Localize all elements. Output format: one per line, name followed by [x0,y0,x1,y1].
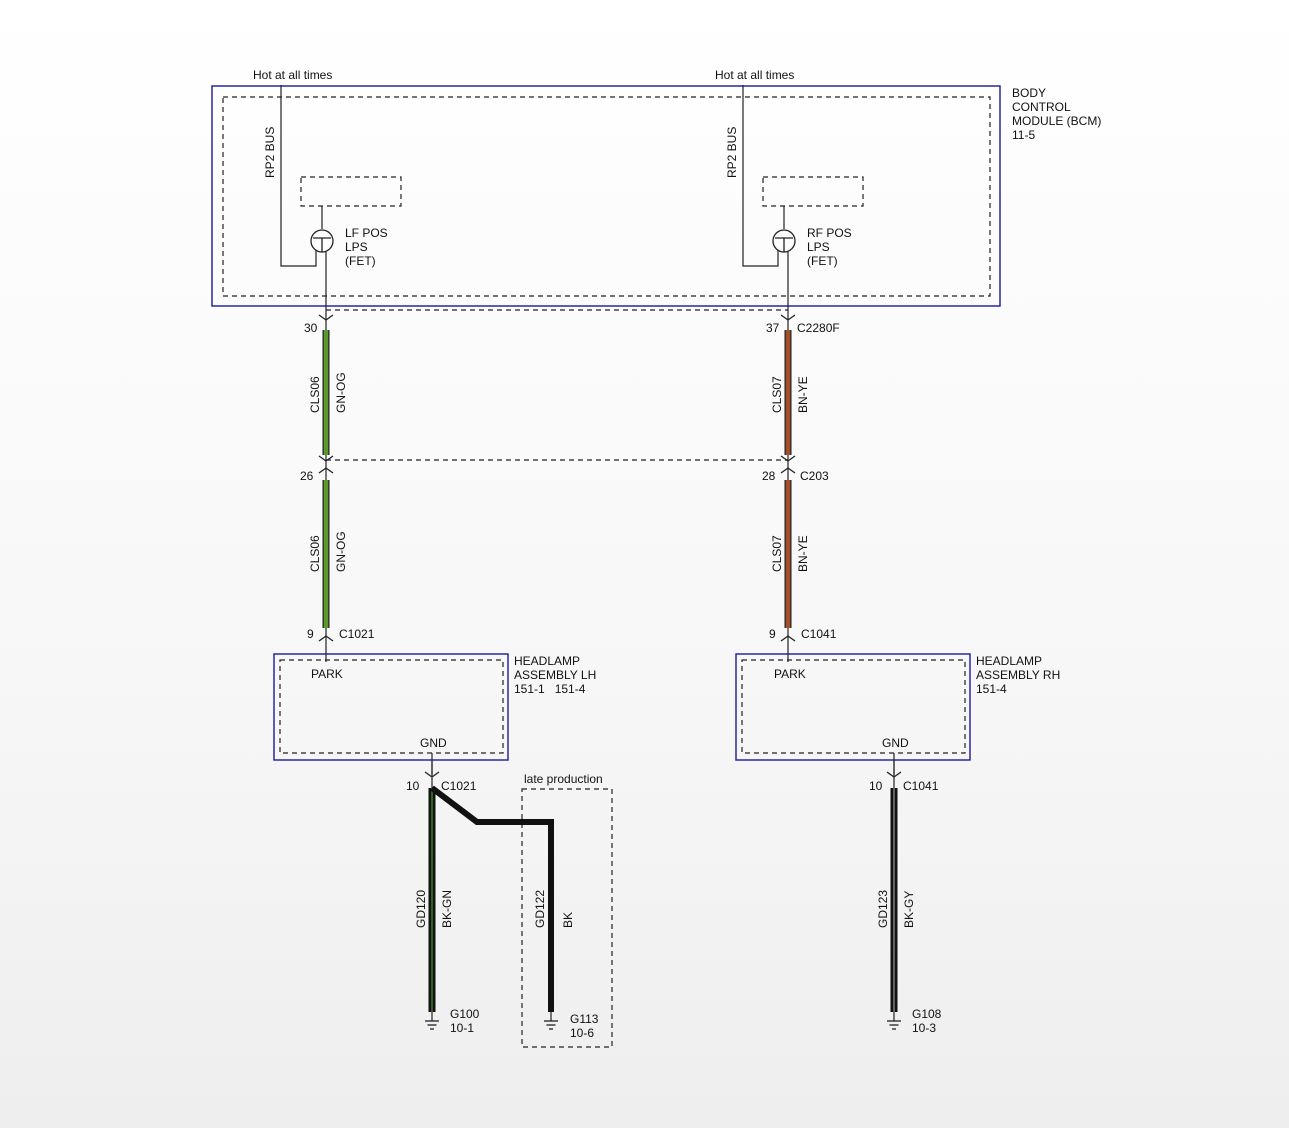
c2280f-left-terminal-icon [318,312,334,330]
gd122-color: BK [561,912,575,928]
lh-label-line-2: ASSEMBLY LH [514,668,596,682]
g108-name: G108 [912,1007,942,1021]
gd122-circuit: GD122 [533,890,547,928]
headlamp-assembly-lh[interactable]: PARK GND HEADLAMP ASSEMBLY LH 151-1 151-… [273,653,596,775]
wire-left-upper[interactable]: CLS06 GN-OG [308,330,348,455]
c2280f-right-terminal-icon [780,312,796,330]
g113-ref: 10-6 [570,1026,594,1040]
left-fet-symbol [310,229,334,253]
left-bus-label: RP2 BUS [263,127,277,178]
lh-bottom-pin: 10 [406,779,420,793]
c203-right-terminal-icon [780,455,796,480]
right-bus-label: RP2 BUS [725,127,739,178]
rh-top-connector: C1041 [801,627,837,641]
ground-g113[interactable]: G113 10-6 [544,1012,599,1040]
rh-label-line-3: 151-4 [976,682,1007,696]
c203-left-pin: 26 [300,469,314,483]
bcm-label-line-3: MODULE (BCM) [1012,114,1101,128]
lh-gnd-label: GND [420,736,447,750]
left-fet-line-2: LPS [345,240,368,254]
wire-gd122[interactable]: GD122 BK [430,785,575,1012]
c203-name: C203 [800,469,829,483]
right-upper-circuit: CLS07 [770,376,784,413]
gd123-color: BK-GY [902,891,916,928]
lh-label-line-3: 151-1 151-4 [514,682,586,696]
ground-icon [544,1012,558,1030]
bcm-label-line-4: 11-5 [1012,128,1035,142]
headlamp-assembly-rh[interactable]: PARK GND HEADLAMP ASSEMBLY RH 151-4 [735,653,1060,775]
left-upper-circuit: CLS06 [308,376,322,413]
left-lower-color: GN-OG [334,531,348,572]
gd120-color: BK-GN [440,890,454,928]
late-production-label: late production [524,772,603,786]
wire-right-upper[interactable]: CLS07 BN-YE [770,330,810,455]
left-lower-circuit: CLS06 [308,535,322,572]
connector-c1021-top[interactable]: 9 C1021 [307,627,375,662]
rh-label-line-1: HEADLAMP [976,654,1042,668]
left-fet-line-3: (FET) [345,254,376,268]
rh-bottom-connector: C1041 [903,779,939,793]
wire-left-lower[interactable]: CLS06 GN-OG [308,480,348,628]
right-lower-color: BN-YE [796,535,810,572]
g108-ref: 10-3 [912,1021,936,1035]
lh-park-label: PARK [311,667,343,681]
bcm-right-circuit: Hot at all times RP2 BUS RF POS LPS (FET… [715,68,864,312]
late-production-box: late production [521,772,613,1048]
ground-icon [425,1012,439,1030]
g100-ref: 10-1 [450,1021,474,1035]
right-fet-symbol [772,229,796,253]
rh-park-label: PARK [774,667,806,681]
c2280f-right-pin: 37 [766,321,780,335]
rh-label-line-2: ASSEMBLY RH [976,668,1060,682]
left-upper-color: GN-OG [334,372,348,413]
rh-gnd-label: GND [882,736,909,750]
wire-gd123[interactable]: GD123 BK-GY [876,788,916,1012]
lh-top-pin: 9 [307,627,314,641]
lh-bottom-connector: C1021 [441,779,477,793]
connector-c203[interactable]: 26 28 C203 [300,455,829,483]
lh-top-connector: C1021 [339,627,375,641]
ground-g100[interactable]: G100 10-1 [425,1007,480,1035]
ground-icon [887,1012,901,1030]
c2280f-left-pin: 30 [304,321,318,335]
g100-name: G100 [450,1007,480,1021]
rh-bottom-pin: 10 [869,779,883,793]
rh-top-pin: 9 [769,627,776,641]
connector-c1041-top[interactable]: 9 C1041 [769,627,837,662]
wire-gd120[interactable]: GD120 BK-GN [414,788,454,1012]
connector-c1021-bottom[interactable]: 10 C1021 [406,760,477,793]
left-supply-label: Hot at all times [253,68,332,82]
right-fet-line-3: (FET) [807,254,838,268]
lh-label-line-1: HEADLAMP [514,654,580,668]
bcm-module[interactable]: BODY CONTROL MODULE (BCM) 11-5 [211,85,1101,307]
wire-right-lower[interactable]: CLS07 BN-YE [770,480,810,628]
right-fet-line-1: RF POS [807,226,852,240]
c203-right-pin: 28 [762,469,776,483]
bcm-label-line-1: BODY [1012,86,1046,100]
right-supply-label: Hot at all times [715,68,794,82]
connector-c1041-bottom[interactable]: 10 C1041 [869,760,939,793]
left-fet-line-1: LF POS [345,226,388,240]
bcm-label-line-2: CONTROL [1012,100,1071,114]
connector-c2280f[interactable]: 30 37 C2280F [304,309,840,335]
right-lower-circuit: CLS07 [770,535,784,572]
c2280f-name: C2280F [797,321,840,335]
g113-name: G113 [570,1012,599,1026]
gd120-circuit: GD120 [414,890,428,928]
ground-g108[interactable]: G108 10-3 [887,1007,942,1035]
gd123-circuit: GD123 [876,890,890,928]
bcm-left-circuit: Hot at all times RP2 BUS LF POS LPS (FET… [253,68,402,312]
right-fet-line-2: LPS [807,240,830,254]
right-upper-color: BN-YE [796,376,810,413]
c203-left-terminal-icon [318,455,334,480]
